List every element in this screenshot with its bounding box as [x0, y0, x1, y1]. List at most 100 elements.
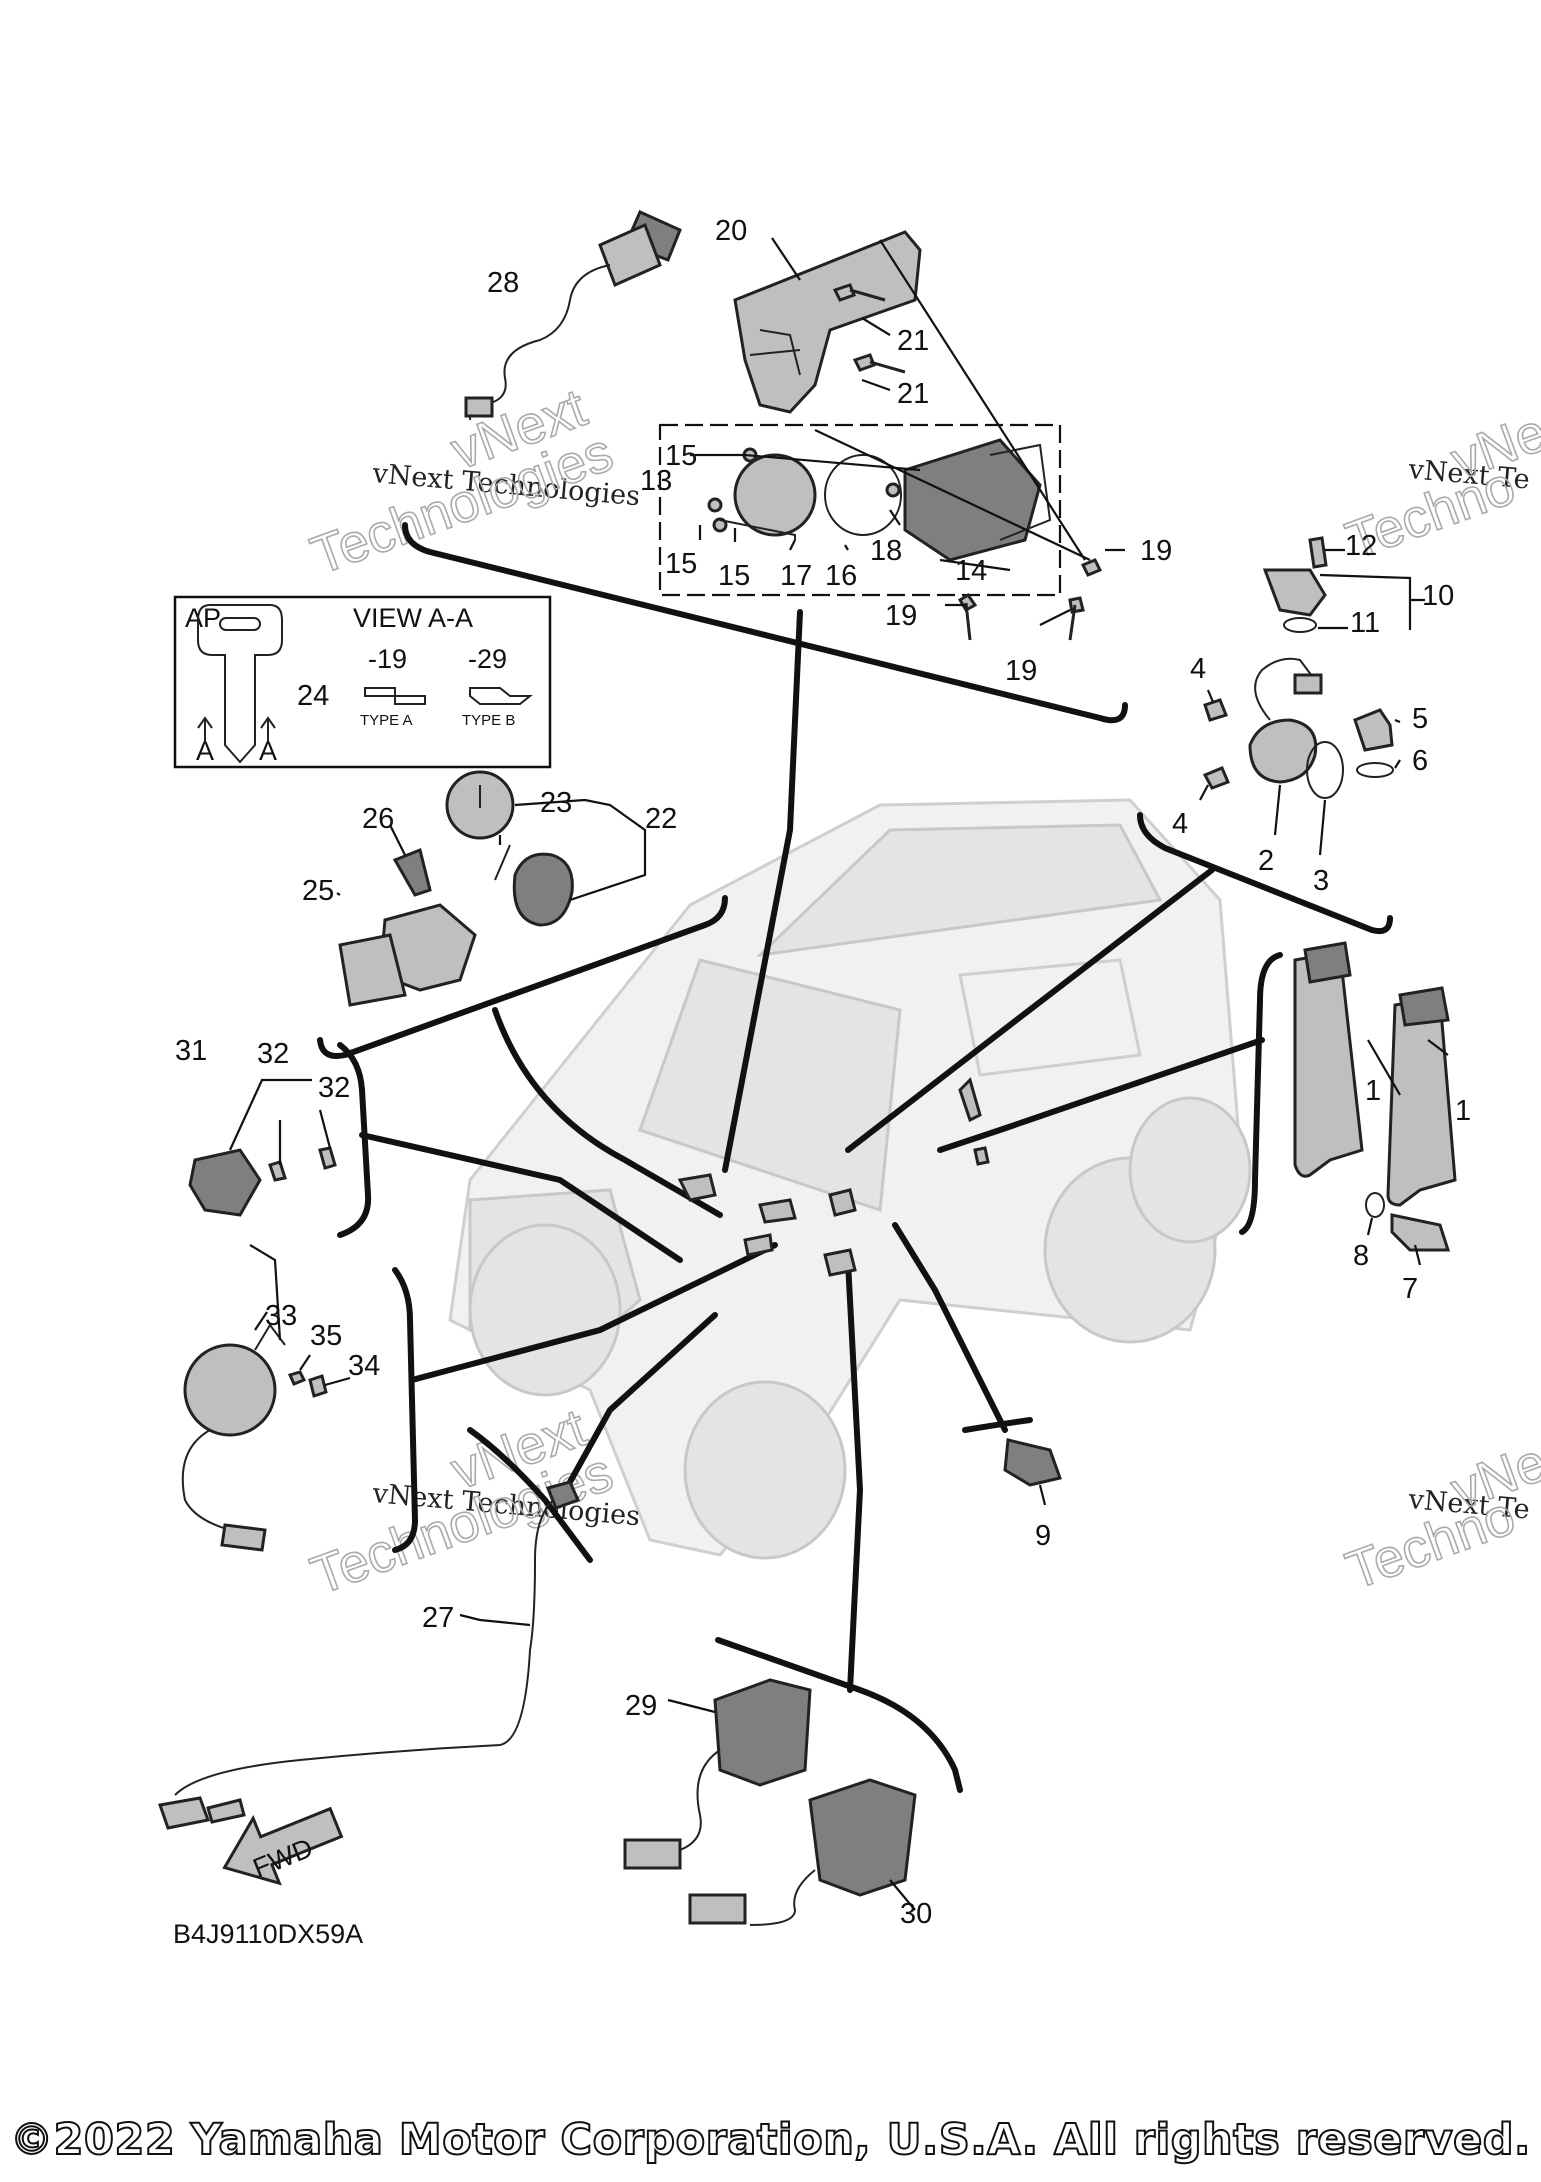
callout: 15 [718, 560, 750, 592]
callout: 19 [1140, 535, 1172, 567]
group-brackets [317, 522, 1393, 1793]
part-31-sensor [188, 1148, 262, 1217]
col1-label: -19 [368, 644, 407, 674]
part-6-gasket [1356, 762, 1394, 778]
callout: 20 [715, 215, 747, 247]
part-7-sensor [1390, 1213, 1451, 1252]
callout: 5 [1412, 703, 1428, 735]
part-32-screw [268, 1160, 287, 1182]
callout: 28 [487, 267, 519, 299]
part-5-sensor [1353, 708, 1394, 752]
callout: 11 [1350, 607, 1380, 639]
callout: 15 [665, 440, 697, 472]
connector [220, 1523, 267, 1552]
part-3-oring [1306, 741, 1344, 799]
callout: 6 [1412, 745, 1428, 777]
part-9-sensor [1003, 1438, 1062, 1487]
callout: 4 [1172, 808, 1188, 840]
part-18-screw [885, 482, 901, 498]
part-12-bolt [1308, 536, 1328, 569]
callout: 32 [257, 1038, 289, 1070]
callout: 21 [897, 325, 929, 357]
part-15-screw [707, 497, 723, 513]
part-33-horn [183, 1343, 277, 1437]
part-20-bracket [733, 230, 922, 414]
type-b-profile-icon [469, 687, 533, 705]
callout: 8 [1353, 1240, 1369, 1272]
callout: 12 [1345, 530, 1377, 562]
part-1-ignition-coil [1386, 996, 1457, 1207]
vehicle-silhouette [448, 798, 1252, 1560]
callout: 25 [302, 875, 334, 907]
part-35-washer [287, 1370, 307, 1386]
callout: 4 [1190, 653, 1206, 685]
callout: 26 [362, 803, 394, 835]
parts: FWD [158, 210, 1457, 1926]
type-b-label: TYPE B [462, 712, 515, 729]
part-1-ignition-coil [1293, 950, 1364, 1178]
part-30-switch [808, 1778, 917, 1897]
part-26-cover [392, 847, 432, 897]
callout: 33 [265, 1300, 297, 1332]
part-22-main-switch [512, 852, 574, 927]
callout: 1 [1455, 1095, 1471, 1127]
callout: 34 [348, 1350, 380, 1382]
fwd-arrow-icon [222, 1806, 344, 1886]
part-29-switch [713, 1678, 812, 1787]
part-19-screw [1068, 596, 1085, 641]
callout: 10 [1422, 580, 1454, 612]
part-4-bolt [1203, 698, 1228, 722]
type-a-profile-icon [364, 687, 426, 705]
callout: 16 [825, 560, 857, 592]
bracket-detail [749, 329, 801, 376]
callout: 27 [422, 1602, 454, 1634]
type-a-label: TYPE A [360, 712, 413, 729]
part-2-sensor [1248, 718, 1318, 784]
engine-bay-parts [677, 1077, 990, 1277]
arrow-a-label: A [259, 736, 277, 766]
part-21-bolt [852, 353, 906, 374]
callout: 24 [297, 680, 329, 712]
callout: 3 [1313, 865, 1329, 897]
part-28-sensor [464, 210, 682, 421]
leader-lines [228, 237, 1449, 1911]
callout: 30 [900, 1898, 932, 1930]
callout: 7 [1402, 1273, 1418, 1305]
callout: 23 [540, 787, 572, 819]
connector [545, 1480, 581, 1510]
callout: 19 [885, 600, 917, 632]
callout: 19 [1005, 655, 1037, 687]
callout: 22 [645, 803, 677, 835]
part-11-oring [1283, 617, 1317, 633]
callout: 35 [310, 1320, 342, 1352]
callouts: 1 1 2 3 4 4 5 6 7 8 9 10 11 12 13 14 15 … [175, 215, 1471, 1930]
part-21-bolt [832, 283, 886, 302]
part-32-screw [318, 1146, 337, 1170]
diagram-code: B4J9110DX59A [173, 1919, 363, 1949]
part-gasket-plate [733, 453, 817, 537]
part-19-screw [1080, 558, 1103, 577]
part-8-oring [1365, 1192, 1385, 1218]
part-16-gasket [824, 454, 903, 536]
part-4-bolt [1202, 766, 1230, 790]
part-throttle-body [903, 438, 1042, 562]
key-icon [197, 604, 283, 764]
dashed-group-box [658, 423, 1062, 597]
col2-label: -29 [468, 644, 507, 674]
callout: 1 [1365, 1075, 1381, 1107]
callout: 29 [625, 1690, 657, 1722]
callout: 13 [640, 465, 672, 497]
callout: 18 [870, 535, 902, 567]
connector [688, 1893, 747, 1925]
part-34-bolt [308, 1374, 328, 1398]
callout: 14 [955, 555, 987, 587]
part-15-screw [712, 517, 728, 533]
callout: 21 [897, 378, 929, 410]
arrow-a-label: A [196, 736, 214, 766]
callout: 15 [665, 548, 697, 580]
callout: 17 [780, 560, 812, 592]
copyright-notice: ©2022 Yamaha Motor Corporation, U.S.A. A… [9, 2114, 1531, 2166]
callout: 31 [175, 1035, 207, 1067]
callout: 2 [1258, 845, 1274, 877]
